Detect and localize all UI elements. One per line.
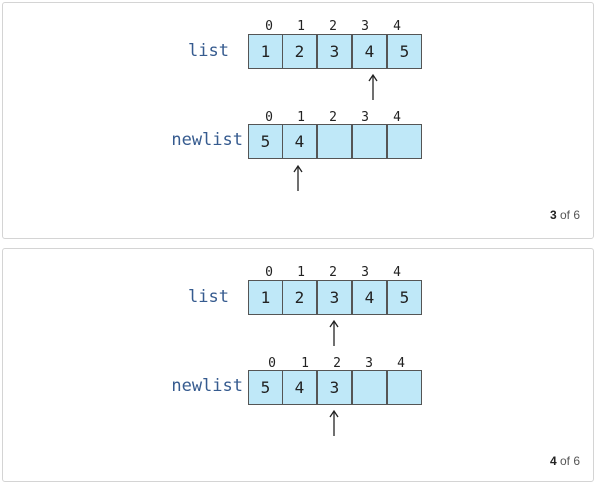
newlist-index: 1 <box>301 356 309 371</box>
newlist-label: newlist <box>171 130 243 150</box>
newlist-cell: 4 <box>282 370 317 405</box>
up-arrow-icon <box>293 164 303 191</box>
newlist-cell: 5 <box>248 124 283 159</box>
list-cell: 2 <box>282 34 317 69</box>
newlist-cell <box>387 124 422 159</box>
step-counter: 4 of 6 <box>550 454 580 468</box>
newlist-index: 1 <box>297 110 305 125</box>
list-index: 2 <box>329 19 337 34</box>
step-total: of 6 <box>559 454 580 468</box>
up-arrow-icon <box>329 409 339 436</box>
list-index: 2 <box>329 265 337 280</box>
list-index: 1 <box>297 19 305 34</box>
list-cell: 5 <box>387 34 422 69</box>
list-index: 3 <box>361 19 369 34</box>
newlist-index: 3 <box>365 356 373 371</box>
newlist-index: 2 <box>333 356 341 371</box>
step-total: of 6 <box>559 208 580 222</box>
newlist-index: 0 <box>265 110 273 125</box>
step-counter: 3 of 6 <box>550 208 580 222</box>
up-arrow-icon <box>329 319 339 346</box>
step-panel: list 0 1 2 3 4 1 2 3 4 5 newlist 0 1 2 3… <box>2 2 594 239</box>
newlist-index: 4 <box>393 110 401 125</box>
newlist-cell <box>317 124 352 159</box>
list-index: 1 <box>297 265 305 280</box>
list-index: 4 <box>393 19 401 34</box>
newlist-cell: 5 <box>248 370 283 405</box>
list-cell: 3 <box>317 280 352 315</box>
list-cell: 4 <box>352 280 387 315</box>
step-current: 3 <box>549 208 557 222</box>
step-panel: list 0 1 2 3 4 1 2 3 4 5 newlist 0 1 2 3… <box>2 248 594 482</box>
newlist-cell: 3 <box>317 370 352 405</box>
list-index: 0 <box>265 265 273 280</box>
list-label: list <box>188 287 229 307</box>
list-label: list <box>188 41 229 61</box>
newlist-cell <box>387 370 422 405</box>
list-cell: 2 <box>282 280 317 315</box>
list-cell: 1 <box>248 34 283 69</box>
list-index: 3 <box>361 265 369 280</box>
newlist-cell: 4 <box>282 124 317 159</box>
newlist-index: 3 <box>361 110 369 125</box>
up-arrow-icon <box>368 73 378 100</box>
list-cell: 4 <box>352 34 387 69</box>
list-cell: 3 <box>317 34 352 69</box>
newlist-index: 0 <box>268 356 276 371</box>
list-index: 0 <box>265 19 273 34</box>
step-current: 4 <box>549 454 557 468</box>
list-cell: 1 <box>248 280 283 315</box>
list-index: 4 <box>393 265 401 280</box>
newlist-index: 4 <box>397 356 405 371</box>
newlist-cell <box>352 370 387 405</box>
list-cell: 5 <box>387 280 422 315</box>
newlist-cell <box>352 124 387 159</box>
newlist-label: newlist <box>171 376 243 396</box>
newlist-index: 2 <box>329 110 337 125</box>
